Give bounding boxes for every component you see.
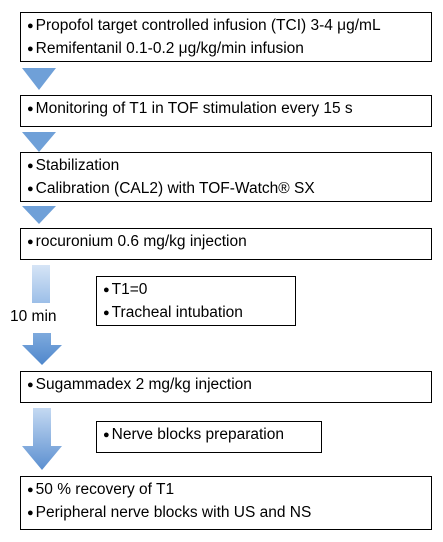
step-line: Tracheal intubation [103, 302, 289, 325]
down-arrow-icon [22, 408, 62, 470]
step-box-stabilization: Stabilization Calibration (CAL2) with TO… [20, 152, 432, 202]
step-line: Remifentanil 0.1-0.2 μg/kg/min infusion [27, 38, 425, 61]
step-box-recovery: 50 % recovery of T1 Peripheral nerve blo… [20, 476, 432, 530]
down-arrow-icon [22, 333, 62, 365]
step-line: 50 % recovery of T1 [27, 479, 425, 502]
step-line: Sugammadex 2 mg/kg injection [27, 374, 425, 397]
step-line: Propofol target controlled infusion (TCI… [27, 15, 425, 38]
gradient-bar-icon [32, 265, 50, 303]
step-line: Monitoring of T1 in TOF stimulation ever… [27, 98, 425, 121]
step-line: Stabilization [27, 155, 425, 178]
down-arrow-icon [22, 206, 56, 224]
step-line: Nerve blocks preparation [103, 424, 315, 447]
step-line: T1=0 [103, 279, 289, 302]
step-box-premedication: Propofol target controlled infusion (TCI… [20, 12, 432, 62]
step-box-nerve-prep: Nerve blocks preparation [96, 421, 322, 453]
down-arrow-icon [22, 68, 56, 90]
step-box-sugammadex: Sugammadex 2 mg/kg injection [20, 371, 432, 403]
down-arrow-icon [22, 132, 56, 152]
step-box-intubation: T1=0 Tracheal intubation [96, 276, 296, 326]
step-box-monitoring: Monitoring of T1 in TOF stimulation ever… [20, 95, 432, 127]
step-line: Calibration (CAL2) with TOF-Watch® SX [27, 178, 425, 201]
step-line: rocuronium 0.6 mg/kg injection [27, 231, 425, 254]
step-line: Peripheral nerve blocks with US and NS [27, 502, 425, 525]
interval-label: 10 min [10, 308, 57, 325]
step-box-rocuronium: rocuronium 0.6 mg/kg injection [20, 228, 432, 260]
